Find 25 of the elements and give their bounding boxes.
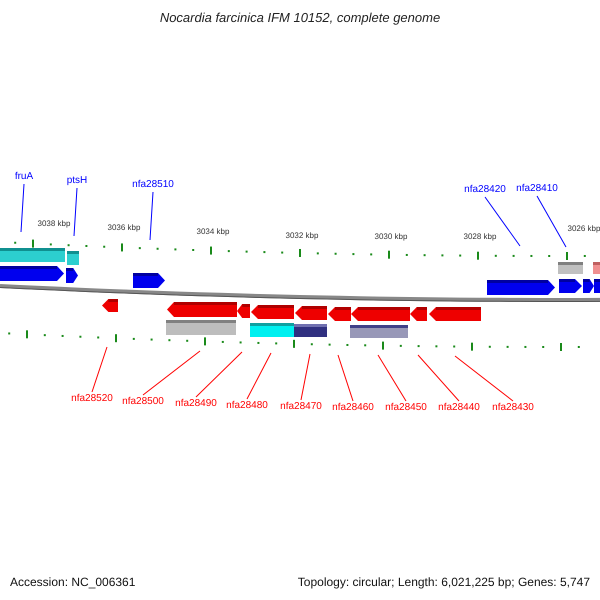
genome-info: Accession: NC_006361 [10,575,136,589]
position-label: 3028 kbp [462,232,498,241]
leader-line [150,192,154,240]
position-label: 3026 kbp [566,224,600,233]
leader-line [196,352,242,398]
leader-line [418,354,460,402]
position-label: 3032 kbp [284,231,320,240]
leader-line [142,350,200,396]
leader-line [484,196,520,246]
leader-line [378,354,406,402]
gene-label: nfa28510 [123,179,183,191]
position-label: 3038 kbp [36,219,72,228]
leader-line [454,356,514,402]
leader-line [300,354,310,400]
leader-line [92,346,108,392]
leader-line [20,184,24,232]
leader-line [74,188,78,236]
chart-title: Nocardia farcinica IFM 10152, complete genome [158,10,442,25]
leader-line [246,352,272,400]
leader-line [338,354,354,402]
position-label: 3034 kbp [196,227,230,236]
leader-line [536,196,566,248]
position-label: 3030 kbp [374,232,408,241]
genome-info: Topology: circular; Length: 6,021,225 bp; Genes: 5,747 [298,575,590,589]
position-label: 3036 kbp [106,223,142,232]
